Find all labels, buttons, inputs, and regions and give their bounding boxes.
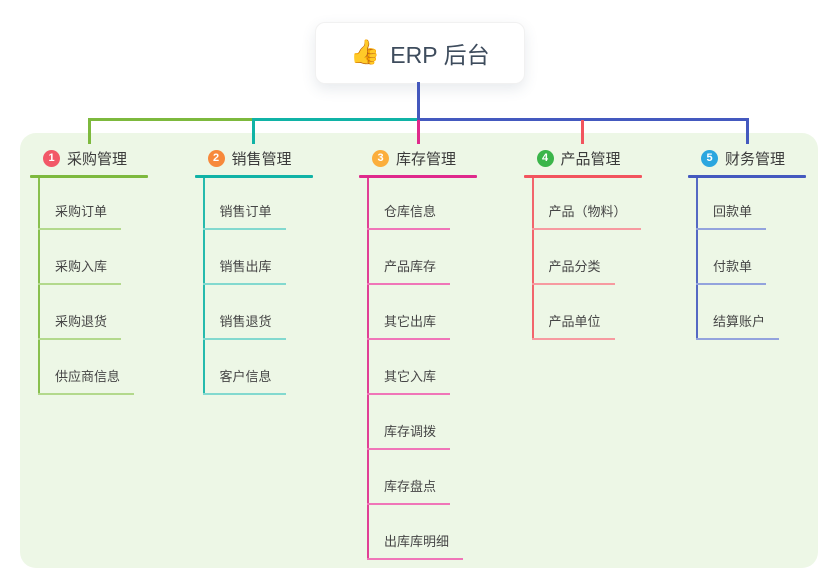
branch-number-badge: 2 [207, 149, 225, 167]
junction-line-segment [87, 118, 255, 121]
leaf-node[interactable]: 销售退货 [202, 312, 286, 340]
junction-line-segment [416, 118, 749, 121]
leaf-node[interactable]: 产品（物料） [531, 202, 641, 230]
leaf-connector-vline [696, 178, 698, 340]
leaf-connector-vline [531, 178, 534, 340]
branch-number-badge: 1 [43, 149, 60, 167]
leaf-node[interactable]: 销售出库 [202, 257, 286, 285]
leaf-node[interactable]: 采购退货 [38, 312, 122, 340]
leaf-node[interactable]: 采购入库 [38, 257, 122, 285]
thumbs-up-icon: 👍 [350, 39, 381, 66]
leaf-node[interactable]: 供应商信息 [38, 367, 135, 395]
leaf-node[interactable]: 产品分类 [531, 257, 615, 285]
branch-column: 3 库存管理仓库信息产品库存其它出库其它入库库存调拨库存盘点出库库明细 [359, 147, 477, 588]
root-stem-line [416, 82, 420, 121]
branch-drop-line [252, 120, 255, 144]
branch-node-1[interactable]: 1 采购管理 [30, 147, 148, 169]
leaf-node[interactable]: 销售订单 [202, 202, 286, 230]
leaf-node[interactable]: 仓库信息 [367, 202, 451, 230]
leaf-node[interactable]: 其它出库 [367, 312, 451, 340]
branch-label: 产品管理 [560, 150, 621, 168]
leaf-node[interactable]: 采购订单 [38, 202, 122, 230]
branch-underline [688, 175, 806, 178]
root-node-label: ERP 后台 [390, 42, 490, 68]
branch-drop-line [745, 120, 749, 144]
leaf-node[interactable]: 产品库存 [367, 257, 451, 285]
branch-column: 2 销售管理销售订单销售出库销售退货客户信息 [194, 147, 313, 487]
junction-line-segment [252, 118, 420, 121]
branch-node-3[interactable]: 3 库存管理 [359, 147, 477, 169]
leaf-node[interactable]: 产品单位 [531, 312, 615, 340]
branch-label: 财务管理 [725, 150, 786, 168]
branch-drop-line [416, 120, 420, 144]
branch-column: 4 产品管理产品（物料） 产品分类产品单位 [523, 147, 642, 432]
branch-drop-line [581, 120, 584, 144]
branch-column: 5 财务管理回款单付款单结算账户 [688, 147, 806, 432]
leaf-node[interactable]: 出库库明细 [367, 532, 464, 560]
leaf-node[interactable]: 库存盘点 [367, 477, 451, 505]
leaf-node[interactable]: 其它入库 [367, 367, 451, 395]
branch-label: 销售管理 [231, 150, 292, 168]
leaf-connector-vline [38, 178, 40, 395]
branch-node-4[interactable]: 4 产品管理 [524, 147, 642, 169]
branch-number-badge: 5 [701, 149, 718, 167]
leaf-node[interactable]: 回款单 [696, 202, 767, 230]
branch-node-5[interactable]: 5 财务管理 [688, 147, 806, 169]
root-node-erp[interactable]: 👍 ERP 后台 [315, 22, 525, 84]
leaf-node[interactable]: 结算账户 [696, 312, 780, 340]
leaf-connector-vline [367, 178, 369, 560]
leaf-node[interactable]: 客户信息 [202, 367, 286, 395]
branch-underline [194, 175, 313, 178]
branch-drop-line [87, 120, 91, 144]
branch-node-2[interactable]: 2 销售管理 [195, 147, 313, 169]
branch-column: 1 采购管理采购订单采购入库采购退货供应商信息 [30, 147, 148, 487]
branch-label: 库存管理 [396, 150, 457, 168]
branch-underline [30, 175, 148, 178]
branch-underline [359, 175, 477, 178]
branch-number-badge: 3 [372, 149, 389, 167]
leaf-connector-vline [202, 178, 205, 395]
branches-background-panel [20, 133, 818, 568]
branch-label: 采购管理 [67, 150, 128, 168]
branch-underline [523, 175, 642, 178]
leaf-node[interactable]: 库存调拨 [367, 422, 451, 450]
branch-number-badge: 4 [536, 149, 554, 167]
leaf-node[interactable]: 付款单 [696, 257, 767, 285]
